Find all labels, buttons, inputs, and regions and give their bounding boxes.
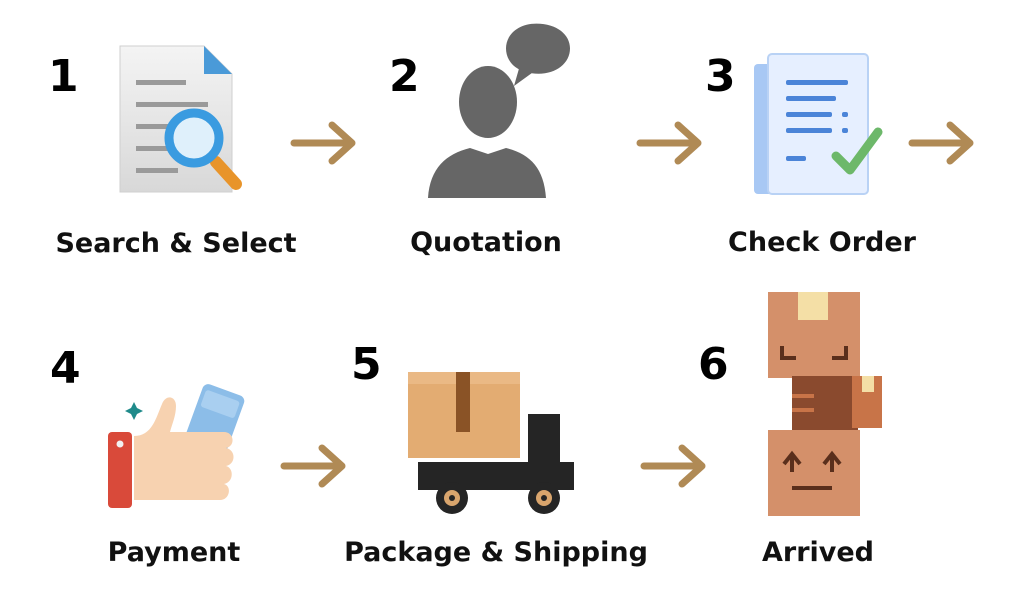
step-1-number: 1 (48, 51, 79, 102)
step-5-number: 5 (351, 339, 382, 390)
step-2-label: Quotation (410, 227, 562, 258)
step-1-label: Search & Select (55, 228, 297, 259)
arrow-right-icon (908, 121, 974, 165)
step-4-number: 4 (50, 343, 81, 394)
delivery-truck-icon (408, 372, 574, 514)
arrow-right-icon (640, 444, 706, 488)
step-3-number: 3 (705, 51, 736, 102)
person-speech-icon (428, 23, 570, 198)
hand-card-icon (108, 384, 245, 508)
arrow-right-icon (280, 444, 346, 488)
step-3-label: Check Order (728, 227, 916, 258)
step-2-number: 2 (389, 51, 420, 102)
stacked-boxes-icon (768, 292, 882, 516)
document-search-icon (119, 45, 242, 193)
step-6-number: 6 (698, 339, 729, 390)
arrow-right-icon (636, 121, 702, 165)
step-4-label: Payment (107, 537, 241, 568)
step-6-label: Arrived (761, 537, 875, 568)
arrow-right-icon (290, 121, 356, 165)
checklist-icon (754, 53, 883, 195)
step-5-label: Package & Shipping (344, 537, 648, 568)
